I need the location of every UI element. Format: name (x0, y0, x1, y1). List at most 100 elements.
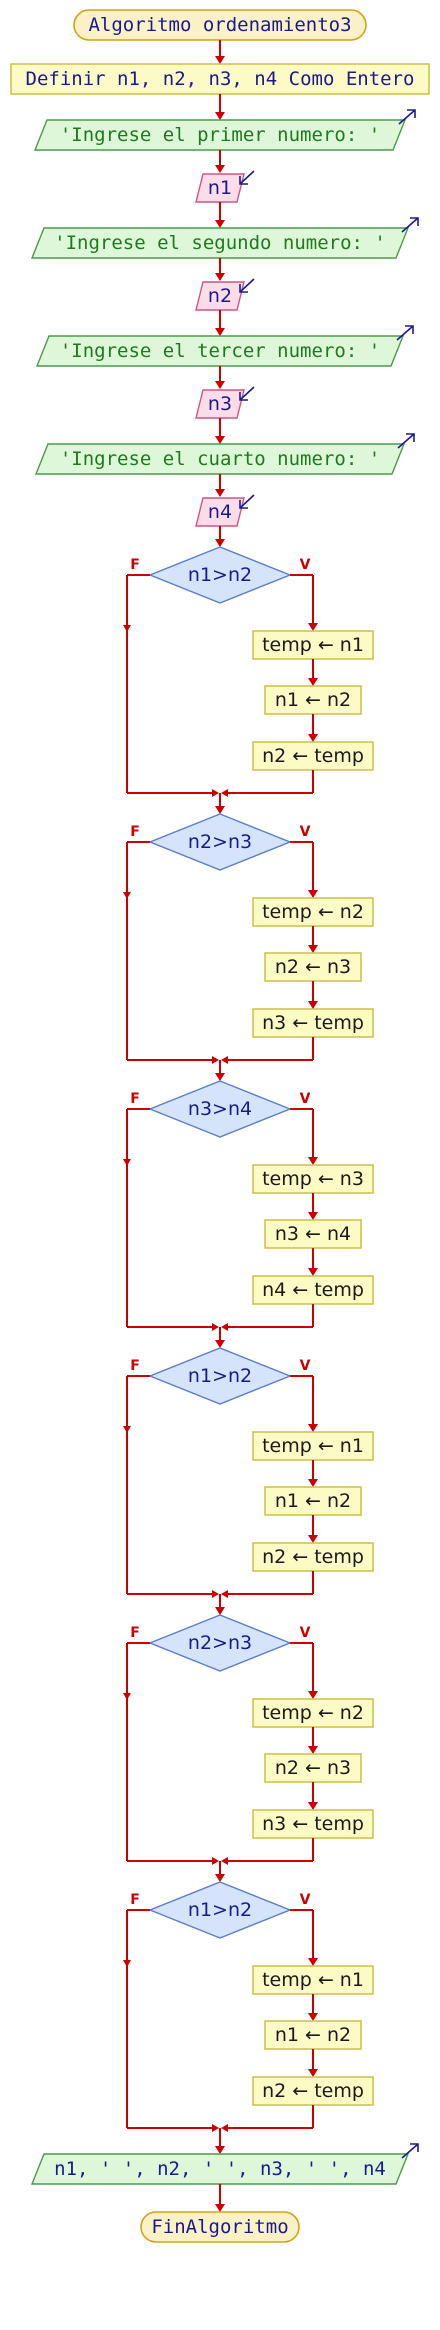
assign-2-1-shape (252, 897, 374, 927)
arrow-head (212, 1590, 219, 1598)
arrow-head (212, 2124, 219, 2132)
assign-5-2: n2 ← n3 (264, 1753, 362, 1783)
assign-5-2-shape (264, 1753, 362, 1783)
assign-2-2: n2 ← n3 (264, 952, 362, 982)
assign-3-3: n4 ← temp (252, 1275, 374, 1305)
assign-6-1: temp ← n1 (252, 1965, 374, 1995)
assign-2-2-label: n2 ← n3 (275, 956, 351, 978)
assign-2-3: n3 ← temp (252, 1008, 374, 1038)
decision-2-shape (148, 813, 292, 871)
arrow-head (308, 734, 318, 742)
output-arrow-icon (401, 2143, 419, 2159)
arrow-head (212, 1056, 219, 1064)
output-prompt-1-label: 'Ingrese el primer numero: ' (60, 124, 380, 146)
assign-6-3-label: n2 ← temp (262, 2080, 364, 2102)
assign-3-1-shape (252, 1164, 374, 1194)
arrow-head (215, 165, 225, 173)
arrow-head (221, 1323, 228, 1331)
arrow-head (308, 1157, 318, 1165)
arrow-head (308, 1802, 318, 1810)
decision-6-shape (148, 1881, 292, 1939)
arrow-head (221, 2124, 228, 2132)
final-output-label: n1, ' ', n2, ' ', n3, ' ', n4 (54, 2158, 386, 2180)
false-label: F (130, 1892, 140, 1908)
arrow-head (123, 1693, 131, 1700)
assign-5-3-shape (252, 1809, 374, 1839)
decision-3-label: n3>n4 (188, 1098, 252, 1120)
assign-1-3-shape (252, 741, 374, 771)
arrow-head (215, 1607, 225, 1615)
assign-1-2-label: n1 ← n2 (275, 689, 351, 711)
assign-6-2-label: n1 ← n2 (275, 2024, 351, 2046)
arrow-head (215, 436, 225, 444)
decision-6-label: n1>n2 (188, 1899, 252, 1921)
output-prompt-4-shape (34, 443, 406, 475)
arrow-head (215, 539, 225, 547)
read-var-2: n2 (195, 278, 255, 311)
assign-5-1-shape (252, 1698, 374, 1728)
arrow-head (215, 2204, 225, 2212)
output-prompt-3-label: 'Ingrese el tercer numero: ' (60, 340, 380, 362)
arrow-head (215, 1073, 225, 1081)
decision-3: n3>n4 (148, 1080, 292, 1138)
decision-6: n1>n2 (148, 1881, 292, 1939)
arrow-head (215, 489, 225, 497)
start-terminal: Algoritmo ordenamiento3 (73, 9, 367, 41)
decision-4: n1>n2 (148, 1347, 292, 1405)
decision-5-shape (148, 1614, 292, 1672)
arrow-head (123, 1426, 131, 1433)
read-var-2-shape (195, 281, 245, 311)
assign-2-1: temp ← n2 (252, 897, 374, 927)
final-output: n1, ' ', n2, ' ', n3, ' ', n4 (30, 2143, 419, 2185)
arrow-head (215, 220, 225, 228)
false-label: F (130, 1091, 140, 1107)
arrow-head (308, 1212, 318, 1220)
read-var-3-shape (195, 389, 245, 419)
decision-5-label: n2>n3 (188, 1632, 252, 1654)
arrow-head (215, 1340, 225, 1348)
end-terminal: FinAlgoritmo (140, 2211, 300, 2243)
assign-4-2: n1 ← n2 (264, 1486, 362, 1516)
output-prompt-3-shape (35, 335, 405, 367)
define-block: Definir n1, n2, n3, n4 Como Entero (10, 63, 430, 95)
true-label: V (300, 1892, 311, 1908)
arrow-head (308, 1958, 318, 1966)
assign-4-2-label: n1 ← n2 (275, 1490, 351, 1512)
decision-1: n1>n2 (148, 546, 292, 604)
output-prompt-2: 'Ingrese el segundo numero: ' (30, 217, 419, 259)
output-prompt-4: 'Ingrese el cuarto numero: ' (34, 433, 415, 475)
arrow-head (308, 1479, 318, 1487)
output-prompt-4-label: 'Ingrese el cuarto numero: ' (60, 448, 380, 470)
true-label: V (300, 1091, 311, 1107)
output-arrow-icon (401, 217, 419, 233)
arrow-head (212, 1857, 219, 1865)
assign-4-1-label: temp ← n1 (262, 1435, 364, 1457)
decision-1-label: n1>n2 (188, 564, 252, 586)
input-arrow-icon (239, 494, 255, 509)
arrow-head (215, 2146, 225, 2154)
assign-1-1-label: temp ← n1 (262, 634, 364, 656)
arrow-head (215, 328, 225, 336)
end-terminal-shape (140, 2211, 300, 2243)
assign-5-3: n3 ← temp (252, 1809, 374, 1839)
arrow-head (215, 381, 225, 389)
input-arrow-icon (239, 386, 255, 401)
arrow-head (308, 1424, 318, 1432)
assign-3-3-label: n4 ← temp (262, 1279, 364, 1301)
end-terminal-label: FinAlgoritmo (151, 2216, 288, 2238)
define-block-label: Definir n1, n2, n3, n4 Como Entero (26, 68, 415, 90)
arrow-head (308, 1268, 318, 1276)
output-arrow-head (410, 2143, 419, 2152)
arrow-head (215, 56, 225, 64)
output-arrow-icon (396, 325, 414, 341)
arrow-head (308, 1535, 318, 1543)
arrow-head (123, 625, 131, 632)
input-arrow-icon (239, 278, 255, 293)
arrow-head (221, 1857, 228, 1865)
arrow-head (308, 1691, 318, 1699)
assign-3-1-label: temp ← n3 (262, 1168, 364, 1190)
assign-3-2-label: n3 ← n4 (275, 1223, 351, 1245)
arrow-head (123, 892, 131, 899)
assign-6-2: n1 ← n2 (264, 2020, 362, 2050)
decision-4-label: n1>n2 (188, 1365, 252, 1387)
